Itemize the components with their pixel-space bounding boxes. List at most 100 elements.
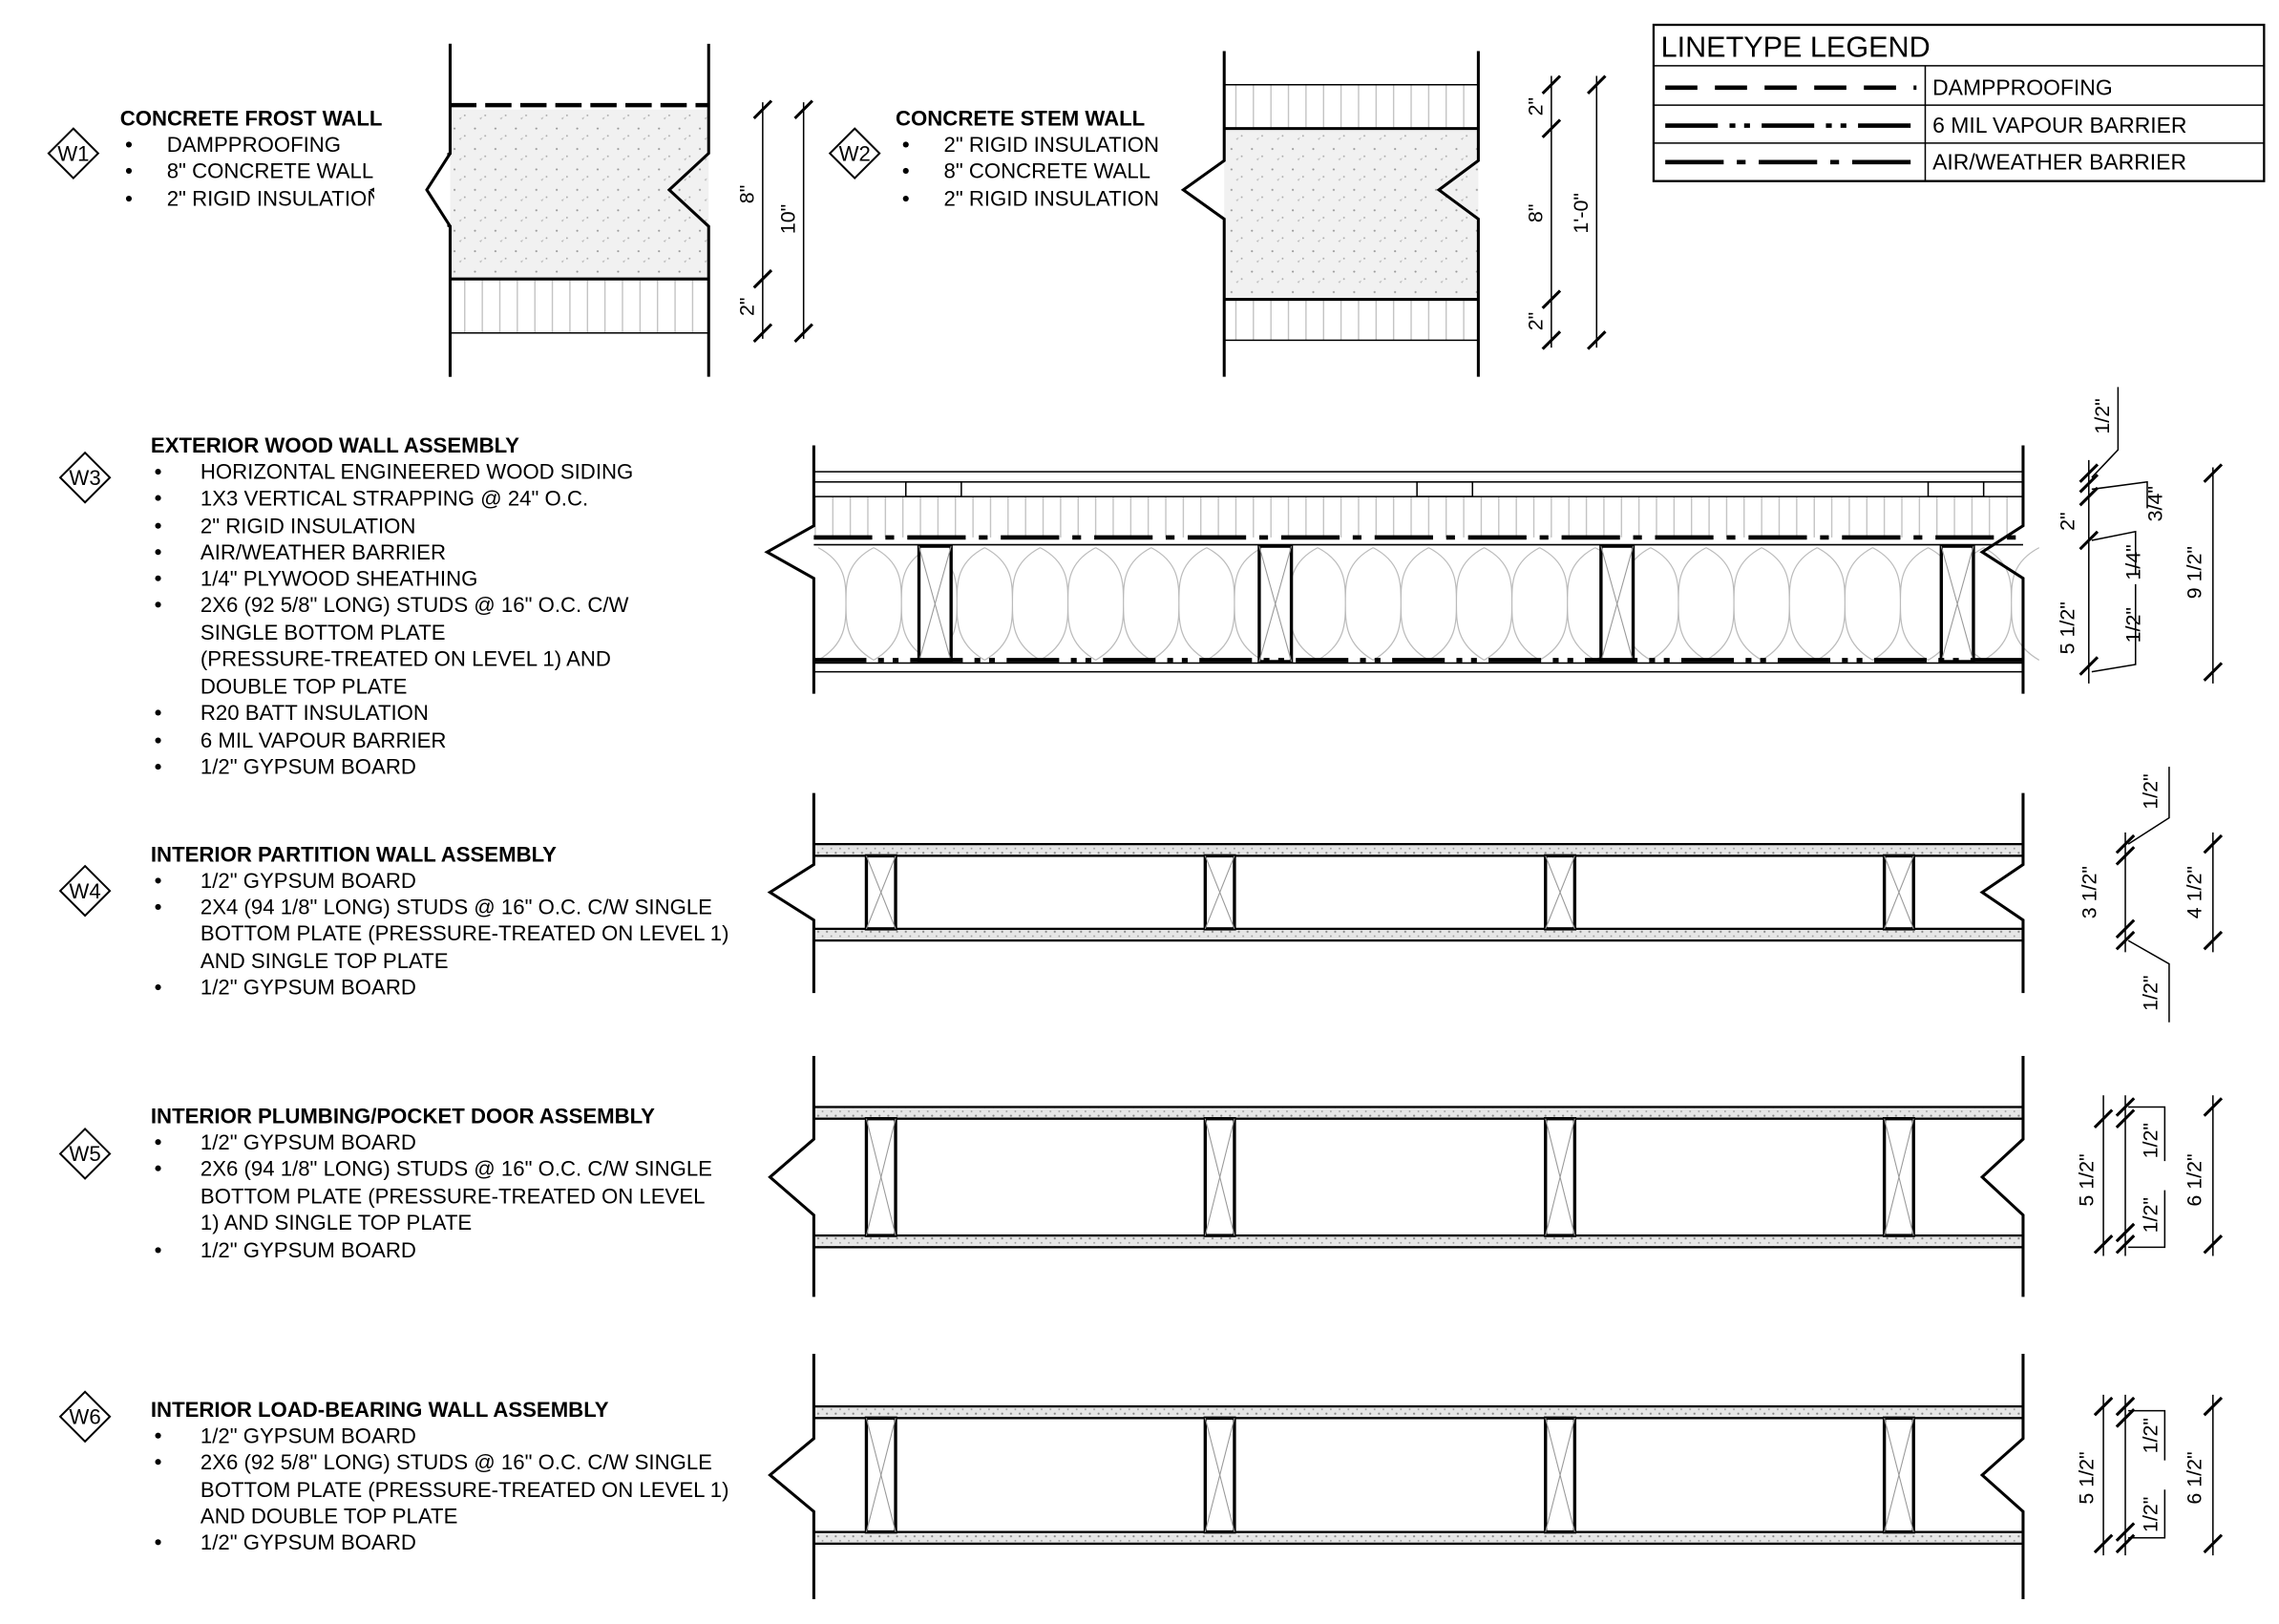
w3-exterior-wood-wall: W3 EXTERIOR WOOD WALL ASSEMBLY HORIZONTA… <box>58 387 2224 779</box>
svg-text:AIR/WEATHER BARRIER: AIR/WEATHER BARRIER <box>200 540 446 564</box>
svg-text:DAMPPROOFING: DAMPPROOFING <box>167 133 341 157</box>
svg-text:W5: W5 <box>69 1142 100 1166</box>
w1-spec-list: DAMPPROOFING 8" CONCRETE WALL 2" RIGID I… <box>125 133 383 211</box>
svg-text:1'-0": 1'-0" <box>1570 193 1593 234</box>
w2-section: 2" 8" 2" 1'-0" <box>1180 51 1607 377</box>
w6-spec-list: 1/2" GYPSUM BOARD 2X6 (92 5/8" LONG) STU… <box>155 1424 729 1554</box>
strapping <box>1927 481 1985 497</box>
w2-title: CONCRETE STEM WALL <box>896 107 1145 131</box>
w1-title: CONCRETE FROST WALL <box>120 107 383 131</box>
svg-text:2": 2" <box>736 297 759 316</box>
svg-text:2" RIGID INSULATION: 2" RIGID INSULATION <box>944 133 1160 157</box>
svg-text:6 MIL VAPOUR BARRIER: 6 MIL VAPOUR BARRIER <box>200 728 447 752</box>
stud-cross <box>865 1118 897 1236</box>
svg-text:10": 10" <box>776 204 799 234</box>
svg-text:SINGLE BOTTOM PLATE: SINGLE BOTTOM PLATE <box>200 621 446 644</box>
stud-cross <box>1940 545 1974 663</box>
stud-cross <box>1204 855 1235 930</box>
w6-section: 5 1/2" 1/2" 1/2" 6 1/2" <box>768 1354 2224 1599</box>
w2-tag: W2 <box>828 127 881 180</box>
svg-text:2" RIGID INSULATION: 2" RIGID INSULATION <box>167 187 383 211</box>
w5-title: INTERIOR PLUMBING/POCKET DOOR ASSEMBLY <box>151 1104 655 1128</box>
stud-cross <box>1884 1418 1914 1532</box>
svg-text:W1: W1 <box>57 141 89 165</box>
strapping <box>1416 481 1474 497</box>
strapping <box>904 481 962 497</box>
svg-text:6 1/2": 6 1/2" <box>2184 1153 2206 1206</box>
svg-text:1/4" PLYWOOD SHEATHING: 1/4" PLYWOOD SHEATHING <box>200 566 477 590</box>
svg-text:1/2": 1/2" <box>2140 1418 2163 1453</box>
stud-cross <box>1545 1418 1575 1532</box>
svg-text:2X4 (94 1/8" LONG) STUDS @ 16": 2X4 (94 1/8" LONG) STUDS @ 16" O.C. C/W … <box>200 896 712 919</box>
w5-spec-list: 1/2" GYPSUM BOARD 2X6 (94 1/8" LONG) STU… <box>155 1130 712 1262</box>
svg-text:W6: W6 <box>69 1404 100 1428</box>
svg-text:1/2" GYPSUM BOARD: 1/2" GYPSUM BOARD <box>200 976 416 1000</box>
svg-text:AND DOUBLE TOP PLATE: AND DOUBLE TOP PLATE <box>200 1504 457 1528</box>
svg-text:W3: W3 <box>69 466 100 490</box>
svg-text:1/2" GYPSUM BOARD: 1/2" GYPSUM BOARD <box>200 1424 416 1447</box>
w4-interior-partition-wall: W4 INTERIOR PARTITION WALL ASSEMBLY 1/2"… <box>58 767 2224 1023</box>
svg-text:8": 8" <box>736 185 759 204</box>
w4-spec-list: 1/2" GYPSUM BOARD 2X4 (94 1/8" LONG) STU… <box>155 869 729 1000</box>
svg-text:2": 2" <box>1525 97 1548 116</box>
stud-cross <box>1545 1118 1575 1236</box>
stud-cross <box>1600 545 1635 663</box>
w4-tag: W4 <box>58 864 112 917</box>
svg-text:8" CONCRETE WALL: 8" CONCRETE WALL <box>167 159 374 183</box>
w3-tag: W3 <box>58 451 112 504</box>
w2-concrete-stem-wall: W2 CONCRETE STEM WALL 2" RIGID INSULATIO… <box>828 51 1607 377</box>
svg-text:HORIZONTAL ENGINEERED WOOD SID: HORIZONTAL ENGINEERED WOOD SIDING <box>200 460 633 484</box>
svg-text:5 1/2": 5 1/2" <box>2056 601 2079 654</box>
svg-text:1/2" GYPSUM BOARD: 1/2" GYPSUM BOARD <box>200 755 416 779</box>
svg-text:8": 8" <box>1525 204 1548 223</box>
w2-spec-list: 2" RIGID INSULATION 8" CONCRETE WALL 2" … <box>902 133 1160 211</box>
gypsum-board <box>812 1234 2025 1249</box>
stud-cross <box>1884 1118 1914 1236</box>
svg-text:1) AND SINGLE TOP PLATE: 1) AND SINGLE TOP PLATE <box>200 1211 472 1234</box>
svg-text:1/2": 1/2" <box>2140 976 2163 1011</box>
stud-cross <box>1884 855 1914 930</box>
svg-text:BOTTOM PLATE (PRESSURE-TREATED: BOTTOM PLATE (PRESSURE-TREATED ON LEVEL … <box>200 1478 729 1502</box>
svg-text:1/2" GYPSUM BOARD: 1/2" GYPSUM BOARD <box>200 1530 416 1554</box>
svg-text:1/2": 1/2" <box>2091 398 2114 433</box>
w1-concrete-frost-wall: W1 CONCRETE FROST WALL DAMPPROOFING 8" C… <box>47 43 813 377</box>
gypsum-board <box>812 843 2025 857</box>
gypsum-board <box>812 1106 2025 1120</box>
w5-section: 5 1/2" 1/2" 1/2" 6 1/2" <box>768 1055 2224 1297</box>
svg-text:8" CONCRETE WALL: 8" CONCRETE WALL <box>944 159 1150 183</box>
w3-spec-list: HORIZONTAL ENGINEERED WOOD SIDING 1X3 VE… <box>155 460 633 779</box>
svg-text:1X3 VERTICAL STRAPPING @ 24" O: 1X3 VERTICAL STRAPPING @ 24" O.C. <box>200 486 588 510</box>
svg-text:(PRESSURE-TREATED ON LEVEL 1): (PRESSURE-TREATED ON LEVEL 1) AND <box>200 647 611 671</box>
svg-text:2X6 (92 5/8" LONG) STUDS @ 16": 2X6 (92 5/8" LONG) STUDS @ 16" O.C. C/W <box>200 593 629 617</box>
stud-cross <box>918 545 952 663</box>
svg-text:6 1/2": 6 1/2" <box>2184 1451 2206 1504</box>
w3-section: 1/2" 3/4" 2" 1/4" 1/2" 5 1/2" 9 1/2" <box>764 387 2224 694</box>
svg-text:2X6 (92 5/8" LONG) STUDS @ 16": 2X6 (92 5/8" LONG) STUDS @ 16" O.C. C/W … <box>200 1450 712 1474</box>
svg-text:W2: W2 <box>839 141 871 165</box>
w5-interior-plumbing-wall: W5 INTERIOR PLUMBING/POCKET DOOR ASSEMBL… <box>58 1055 2224 1297</box>
svg-text:2" RIGID INSULATION: 2" RIGID INSULATION <box>200 514 416 538</box>
w4-section: 1/2" 3 1/2" 4 1/2" 1/2" <box>767 767 2224 1023</box>
w6-title: INTERIOR LOAD-BEARING WALL ASSEMBLY <box>151 1398 609 1422</box>
w6-tag: W6 <box>58 1390 112 1444</box>
svg-text:5 1/2": 5 1/2" <box>2075 1451 2098 1504</box>
w5-tag: W5 <box>58 1128 112 1180</box>
linetype-legend: LINETYPE LEGEND DAMPPROOFING 6 MIL VAPOU… <box>1652 23 2266 182</box>
w1-tag: W1 <box>47 127 100 180</box>
gypsum-board <box>812 1404 2025 1420</box>
svg-text:1/2": 1/2" <box>2121 607 2144 643</box>
svg-text:1/2" GYPSUM BOARD: 1/2" GYPSUM BOARD <box>200 1238 416 1262</box>
svg-text:1/2": 1/2" <box>2140 1497 2163 1532</box>
svg-text:2": 2" <box>1525 312 1548 331</box>
svg-text:DOUBLE TOP PLATE: DOUBLE TOP PLATE <box>200 675 407 699</box>
w1-section: 8" 2" 10" <box>369 43 813 377</box>
stud-cross <box>1258 545 1293 663</box>
w3-title: EXTERIOR WOOD WALL ASSEMBLY <box>151 433 519 457</box>
w6-interior-load-bearing-wall: W6 INTERIOR LOAD-BEARING WALL ASSEMBLY 1… <box>58 1354 2224 1599</box>
svg-text:W4: W4 <box>69 879 100 903</box>
svg-text:1/2": 1/2" <box>2140 773 2163 809</box>
svg-text:1/2": 1/2" <box>2140 1123 2163 1158</box>
svg-text:R20 BATT INSULATION: R20 BATT INSULATION <box>200 701 429 725</box>
svg-text:3 1/2": 3 1/2" <box>2078 866 2100 918</box>
